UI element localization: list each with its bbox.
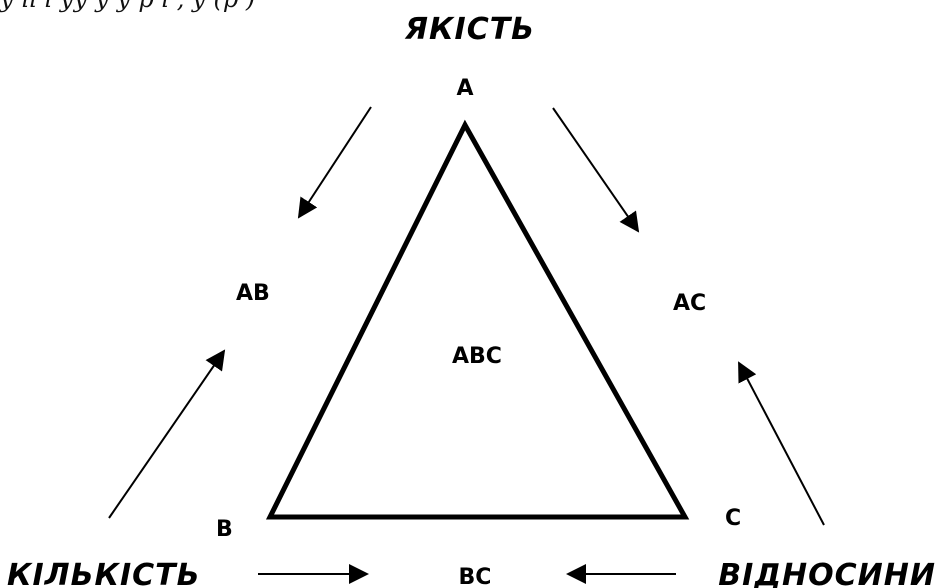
edge-bc-label: BC: [459, 565, 492, 588]
arrow-top-left: [297, 106, 372, 219]
edge-ac-label: AC: [673, 291, 706, 316]
arrow-top-right: [552, 107, 640, 233]
arrow-right-up: [738, 361, 825, 526]
cropped-top-text: у іі і уу у у р і , у (р ): [0, 0, 941, 14]
vertex-c-label: C: [725, 506, 741, 531]
main-triangle: [265, 119, 690, 520]
label-quality: ЯКІСТЬ: [404, 12, 535, 47]
label-quantity: КІЛЬКІСТЬ: [7, 558, 201, 588]
edge-ab-label: AB: [236, 281, 270, 306]
arrow-left-up: [108, 349, 226, 519]
vertex-b-label: B: [216, 517, 233, 542]
vertex-a-label: A: [456, 76, 473, 101]
label-relations: ВІДНОСИНИ: [718, 558, 936, 588]
center-abc-label: ABC: [452, 344, 502, 369]
